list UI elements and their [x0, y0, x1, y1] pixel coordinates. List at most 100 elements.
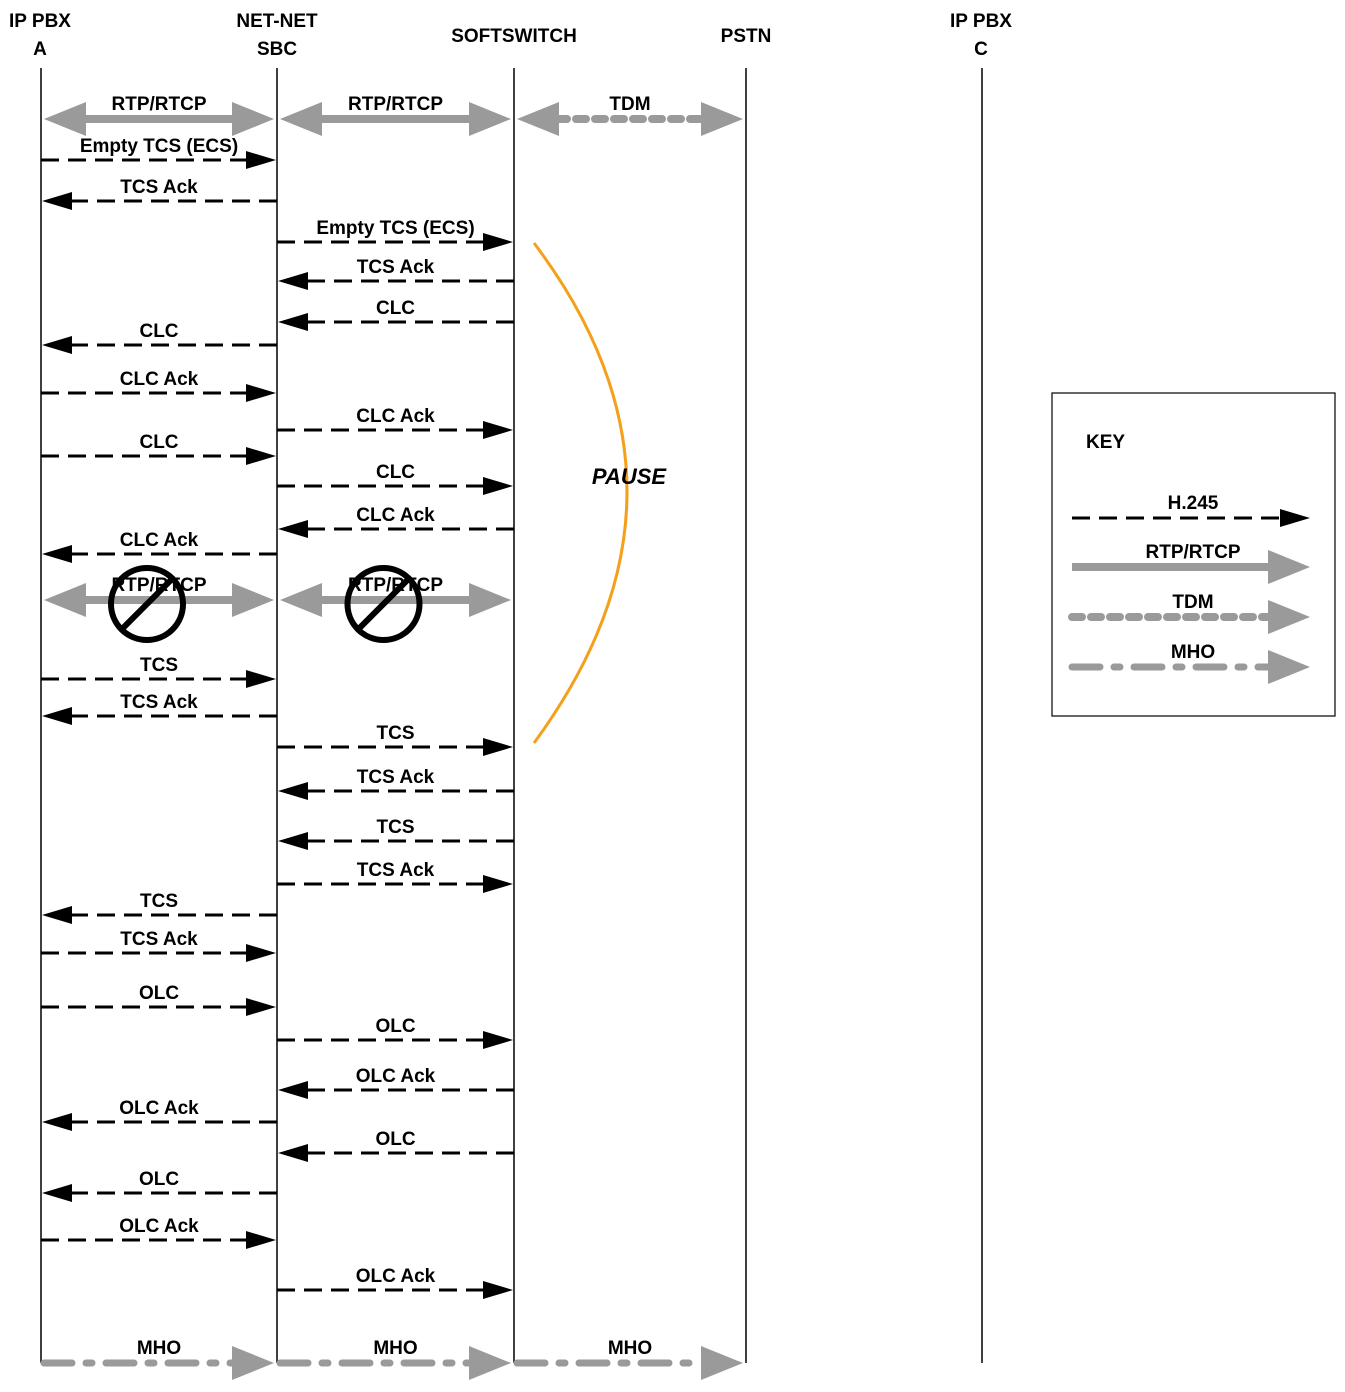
participant-pbx-a-name: IP PBX — [9, 11, 71, 32]
message-label: CLC — [139, 321, 178, 342]
message-mho: MHO — [40, 1338, 274, 1380]
message-olc-ack-arrowhead — [246, 1231, 276, 1249]
message-olc: OLC — [278, 1129, 514, 1162]
message-label: CLC Ack — [356, 406, 435, 427]
message-olc-ack-arrowhead — [278, 1081, 308, 1099]
blocked-circle — [344, 565, 423, 643]
key-item-label: RTP/RTCP — [1146, 542, 1241, 563]
message-mho: MHO — [513, 1338, 743, 1380]
message-tcs-ack: TCS Ack — [42, 177, 277, 210]
message-clc-ack: CLC Ack — [41, 369, 276, 402]
message-clc-arrowhead — [278, 313, 308, 331]
message-tcs-arrowhead — [42, 906, 72, 924]
message-tcs-arrowhead — [246, 670, 276, 688]
message-clc: CLC — [278, 298, 514, 331]
message-clc-ack: CLC Ack — [278, 505, 514, 538]
message-clc-arrowhead — [246, 447, 276, 465]
message-olc: OLC — [41, 983, 276, 1016]
participant-pbx-a-sub: A — [33, 39, 47, 60]
message-rtp-rtcp-arrowhead — [469, 583, 511, 617]
message-tdm: TDM — [517, 94, 743, 136]
message-label: TDM — [609, 94, 650, 115]
message-rtp-rtcp-arrowhead — [469, 102, 511, 136]
message-olc-ack: OLC Ack — [278, 1066, 514, 1099]
participant-pbx-c-name: IP PBX — [950, 11, 1012, 32]
key-item-tdm: TDM — [1068, 592, 1310, 634]
message-clc: CLC — [277, 462, 513, 495]
pause-label: PAUSE — [592, 464, 667, 489]
key-item-mho: MHO — [1068, 642, 1310, 684]
message-olc-arrowhead — [246, 998, 276, 1016]
message-tcs-ack-arrowhead — [278, 272, 308, 290]
message-label: MHO — [373, 1338, 417, 1359]
message-rtp-rtcp: RTP/RTCP — [44, 565, 274, 643]
message-label: OLC — [375, 1016, 415, 1037]
message-clc-ack-arrowhead — [42, 545, 72, 563]
message-label: TCS — [377, 817, 415, 838]
message-tcs: TCS — [277, 723, 513, 756]
message-label: CLC — [376, 462, 415, 483]
message-tdm-arrowhead-back — [517, 102, 559, 136]
message-clc-ack-arrowhead — [483, 421, 513, 439]
message-label: Empty TCS (ECS) — [316, 218, 474, 239]
message-tcs-ack: TCS Ack — [42, 692, 277, 725]
message-olc-arrowhead — [483, 1031, 513, 1049]
message-clc: CLC — [41, 432, 276, 465]
message-rtp-rtcp-arrowhead-back — [280, 102, 322, 136]
participant-sbc-name: NET-NET — [236, 11, 318, 32]
message-label: MHO — [137, 1338, 181, 1359]
message-rtp-rtcp-arrowhead — [232, 583, 274, 617]
participant-sbc-sub: SBC — [257, 39, 297, 60]
message-rtp-rtcp-arrowhead-back — [280, 583, 322, 617]
message-clc-arrowhead — [483, 477, 513, 495]
message-olc-ack-arrowhead — [483, 1281, 513, 1299]
participant-softswitch-name: SOFTSWITCH — [451, 26, 577, 47]
message-label: RTP/RTCP — [112, 94, 207, 115]
message-empty-tcs-ecs: Empty TCS (ECS) — [277, 218, 513, 251]
message-tcs-ack: TCS Ack — [41, 929, 276, 962]
message-olc-arrowhead — [42, 1184, 72, 1202]
message-tcs-arrowhead — [278, 832, 308, 850]
message-tcs: TCS — [42, 891, 277, 924]
message-label: CLC Ack — [120, 369, 199, 390]
pause-arc — [532, 242, 629, 744]
message-label: TCS — [140, 891, 178, 912]
message-mho-arrowhead — [701, 1346, 743, 1380]
message-label: CLC — [376, 298, 415, 319]
message-empty-tcs-ecs: Empty TCS (ECS) — [41, 136, 276, 169]
message-label: RTP/RTCP — [348, 94, 443, 115]
message-label: OLC Ack — [356, 1266, 436, 1287]
message-label: OLC — [375, 1129, 415, 1150]
message-olc-ack: OLC Ack — [277, 1266, 513, 1299]
pause-region: PAUSE — [532, 242, 667, 744]
message-label: OLC — [139, 1169, 179, 1190]
blocked-circle — [108, 565, 186, 643]
message-label: MHO — [608, 1338, 652, 1359]
key-h-245-arrowhead — [1280, 509, 1310, 527]
message-label: CLC — [139, 432, 178, 453]
participant-pbx-c-sub: C — [974, 39, 988, 60]
message-olc-arrowhead — [278, 1144, 308, 1162]
message-tcs-ack: TCS Ack — [277, 860, 513, 893]
messages: RTP/RTCP RTP/RTCP TDM Empty TCS (ECS) TCS Ac… — [40, 94, 743, 1380]
key-title: KEY — [1086, 432, 1125, 453]
message-olc-ack: OLC Ack — [42, 1098, 277, 1131]
message-tcs: TCS — [41, 655, 276, 688]
message-tcs: TCS — [278, 817, 514, 850]
message-label: OLC Ack — [119, 1098, 199, 1119]
message-tcs-ack-arrowhead — [246, 944, 276, 962]
message-label: OLC Ack — [356, 1066, 436, 1087]
message-empty-tcs-ecs-arrowhead — [483, 233, 513, 251]
message-tcs-ack-arrowhead — [42, 707, 72, 725]
message-label: CLC Ack — [356, 505, 435, 526]
message-tcs-ack: TCS Ack — [278, 257, 514, 290]
message-rtp-rtcp-arrowhead-back — [44, 583, 86, 617]
message-mho: MHO — [276, 1338, 511, 1380]
message-rtp-rtcp-arrowhead-back — [44, 102, 86, 136]
message-olc: OLC — [277, 1016, 513, 1049]
message-olc-ack-arrowhead — [42, 1113, 72, 1131]
message-clc-ack: CLC Ack — [277, 406, 513, 439]
